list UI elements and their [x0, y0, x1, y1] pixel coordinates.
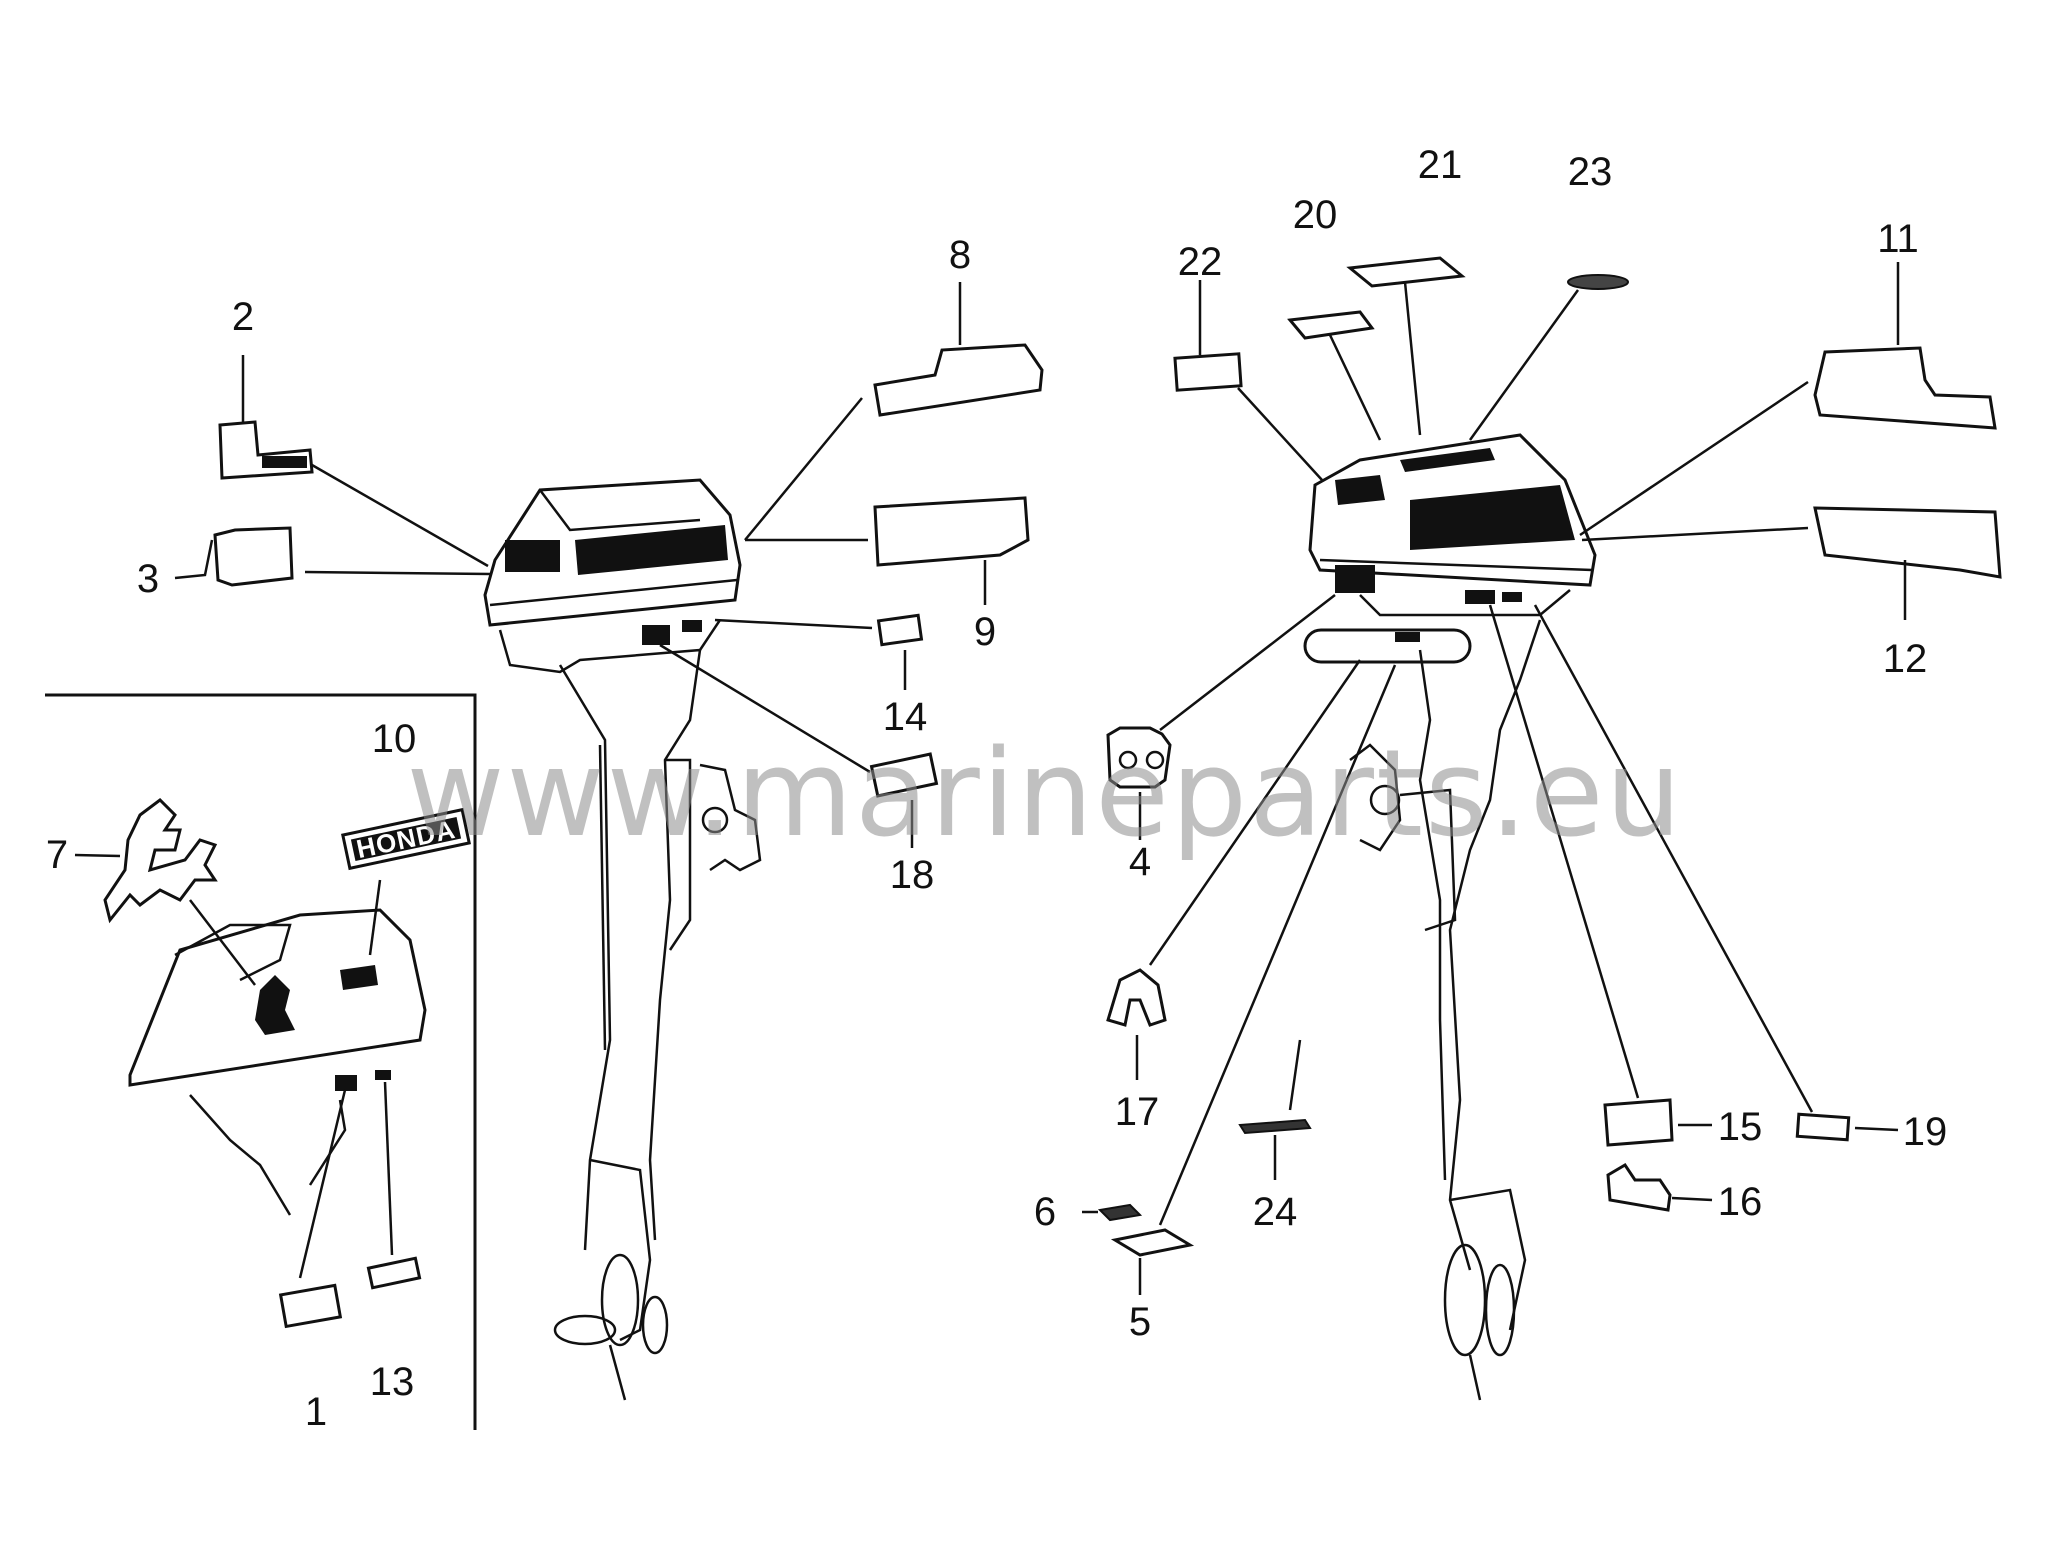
decal-5 [1110, 1228, 1195, 1257]
decal-8 [873, 343, 1044, 417]
decal-18 [869, 752, 939, 798]
callout-21: 21 [1418, 143, 1463, 187]
decal-2 [218, 420, 314, 480]
callout-22: 22 [1178, 240, 1223, 284]
decal-20 [1287, 310, 1375, 340]
decal-1 [278, 1283, 343, 1329]
callout-3: 3 [137, 557, 159, 601]
callout-2: 2 [232, 295, 254, 339]
right-outboard-motor [1303, 433, 1597, 1401]
decal-19 [1795, 1112, 1851, 1142]
callout-1: 1 [305, 1390, 327, 1434]
left-outboard-motor [483, 478, 762, 1401]
inset-honda-cover: HONDA [45, 693, 477, 1430]
decal-24 [1238, 1118, 1312, 1135]
decal-13 [366, 1256, 422, 1290]
callout-13: 13 [370, 1360, 415, 1404]
left-decals [174, 282, 1044, 848]
decal-17 [1106, 968, 1167, 1027]
decal-21 [1346, 256, 1466, 288]
decal-e-logo [103, 798, 218, 924]
decal-11 [1813, 346, 1997, 430]
decal-16 [1606, 1162, 1672, 1212]
callout-18: 18 [890, 853, 935, 897]
decal-14 [876, 613, 924, 647]
callout-20: 20 [1293, 193, 1338, 237]
callout-19: 19 [1903, 1110, 1948, 1154]
callout-15: 15 [1718, 1105, 1763, 1149]
callout-17: 17 [1115, 1090, 1160, 1134]
callout-14: 14 [883, 695, 928, 739]
decal-22 [1173, 352, 1243, 392]
callout-labels: 1 2 3 4 5 6 7 8 9 10 11 12 13 14 15 16 1… [46, 143, 1947, 1434]
right-decals [1082, 256, 2002, 1295]
callout-6: 6 [1034, 1190, 1056, 1234]
callout-8: 8 [949, 233, 971, 277]
callout-11: 11 [1877, 217, 1919, 261]
decal-12 [1813, 506, 2002, 579]
watermark: www.marineparts.eu [406, 725, 1683, 864]
decal-3 [213, 526, 294, 587]
decal-15 [1603, 1098, 1674, 1147]
callout-12: 12 [1883, 637, 1928, 681]
decal-23 [1567, 274, 1629, 290]
decal-9 [873, 496, 1030, 567]
decal-4 [1106, 726, 1172, 789]
callout-9: 9 [974, 610, 996, 654]
callout-5: 5 [1129, 1300, 1151, 1344]
callout-10: 10 [372, 717, 417, 761]
decal-6 [1097, 1203, 1143, 1222]
callout-24: 24 [1253, 1190, 1298, 1234]
callout-16: 16 [1718, 1180, 1763, 1224]
callout-23: 23 [1568, 150, 1613, 194]
callout-4: 4 [1129, 840, 1151, 884]
callout-7: 7 [46, 833, 68, 877]
